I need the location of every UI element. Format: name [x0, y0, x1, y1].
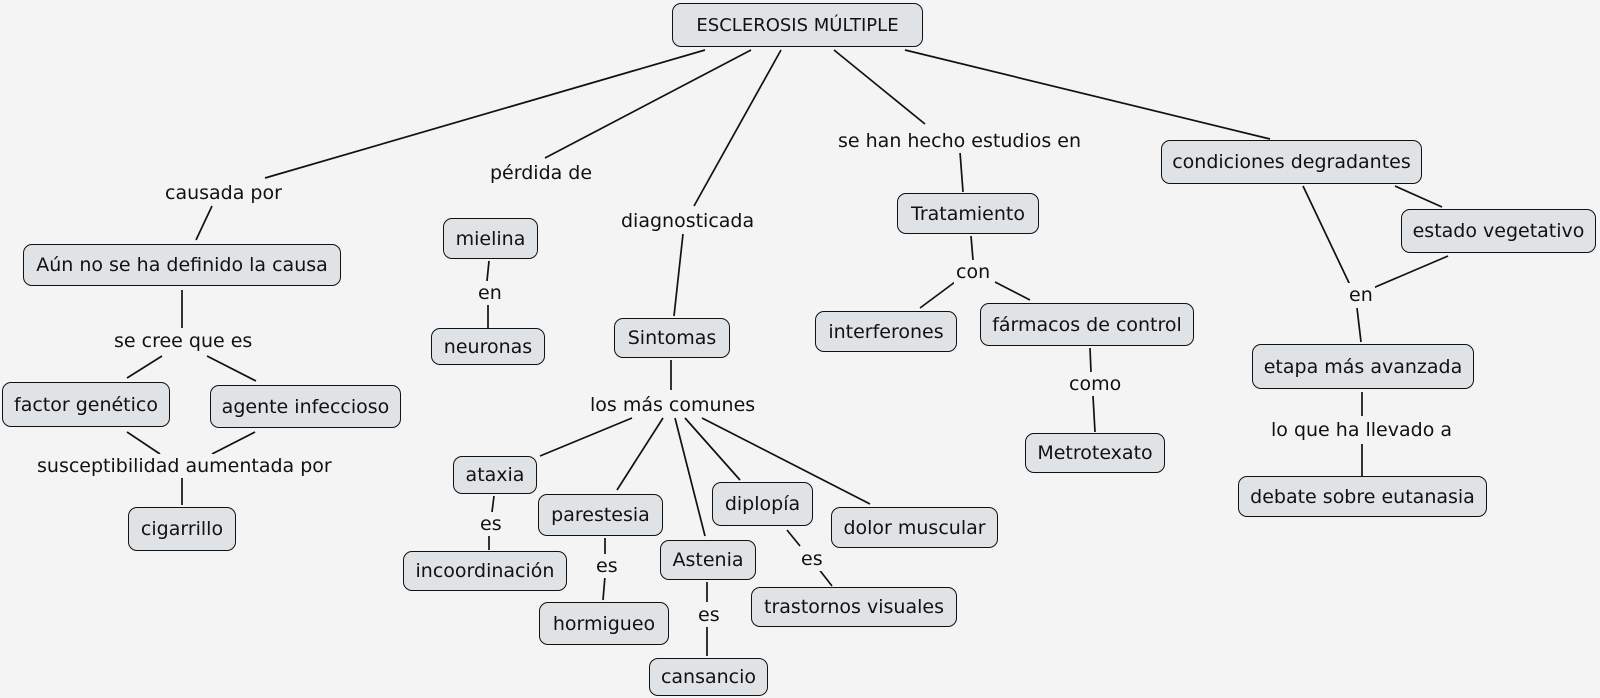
connector-line-12	[486, 260, 490, 282]
concept-cansancio[interactable]: cansancio	[649, 658, 768, 696]
concept-astenia[interactable]: Astenia	[660, 540, 756, 580]
connector-line-30	[970, 235, 974, 261]
concept-ataxia[interactable]: ataxia	[453, 456, 537, 494]
connector-line-24	[602, 575, 606, 601]
concept-agente-infeccioso[interactable]: agente infeccioso	[210, 385, 401, 428]
connector-line-36	[1394, 185, 1443, 208]
connector-line-8	[206, 355, 257, 382]
link-susceptibilidad: susceptibilidad aumentada por	[35, 454, 334, 478]
concept-debate-eutanasia[interactable]: debate sobre eutanasia	[1238, 476, 1487, 517]
link-con: con	[954, 260, 993, 284]
concept-mielina[interactable]: mielina	[443, 218, 538, 259]
connector-line-18	[674, 417, 706, 537]
connector-line-3	[693, 49, 782, 207]
link-se-han-hecho-estudios: se han hecho estudios en	[836, 129, 1083, 153]
connector-line-16	[539, 417, 633, 457]
connector-line-32	[994, 281, 1031, 301]
connector-line-14	[673, 233, 684, 317]
link-diagnosticada: diagnosticada	[619, 209, 757, 233]
connector-line-34	[1092, 395, 1096, 433]
concept-parestesia[interactable]: parestesia	[538, 494, 663, 536]
connector-line-5	[904, 49, 1271, 140]
connector-line-27	[786, 529, 801, 547]
concept-estado-vegetativo[interactable]: estado vegetativo	[1401, 209, 1596, 253]
connector-line-17	[616, 417, 664, 491]
concept-metrotexato[interactable]: Metrotexato	[1025, 433, 1165, 473]
connector-line-31	[919, 281, 956, 309]
connector-line-28	[817, 567, 833, 587]
concept-neuronas[interactable]: neuronas	[431, 328, 545, 365]
link-perdida-de: pérdida de	[488, 161, 595, 185]
concept-farmacos-de-control[interactable]: fármacos de control	[980, 303, 1194, 346]
connector-group	[126, 49, 1449, 656]
connector-line-9	[126, 431, 161, 455]
connector-line-19	[684, 417, 741, 481]
connector-line-21	[491, 495, 495, 513]
concept-trastornos-visuales[interactable]: trastornos visuales	[751, 587, 957, 627]
concept-cigarrillo[interactable]: cigarrillo	[128, 507, 236, 551]
link-en-neuronas: en	[476, 281, 504, 305]
connector-line-33	[1089, 347, 1092, 373]
link-como: como	[1067, 372, 1124, 396]
link-en-etapa: en	[1347, 283, 1375, 307]
connector-line-10	[211, 431, 256, 455]
link-lo-que-ha-llevado-a: lo que ha llevado a	[1269, 418, 1455, 442]
link-es-parestesia: es	[594, 554, 620, 578]
concept-diplopia[interactable]: diplopía	[712, 482, 813, 526]
connector-line-4	[833, 49, 926, 125]
connector-line-0	[264, 49, 706, 179]
link-es-ataxia: es	[478, 512, 504, 536]
concept-factor-genetico[interactable]: factor genético	[2, 382, 170, 427]
connector-line-29	[959, 151, 964, 193]
connector-line-38	[1356, 307, 1362, 343]
link-es-diplopia: es	[799, 547, 825, 571]
concept-incoordinacion[interactable]: incoordinación	[403, 551, 567, 591]
link-los-mas-comunes: los más comunes	[588, 393, 758, 417]
link-es-astenia: es	[696, 603, 722, 627]
concept-interferones[interactable]: interferones	[815, 311, 957, 352]
connector-line-37	[1372, 255, 1449, 289]
link-se-cree-que-es: se cree que es	[112, 329, 255, 353]
link-causada-por: causada por	[163, 181, 284, 205]
connector-line-1	[195, 205, 213, 241]
concept-dolor-muscular[interactable]: dolor muscular	[831, 507, 998, 548]
concept-root[interactable]: ESCLEROSIS MÚLTIPLE	[672, 3, 923, 47]
connector-line-20	[701, 417, 871, 505]
connector-line-2	[544, 49, 752, 159]
connector-line-7	[126, 355, 163, 379]
concept-condiciones-degradantes[interactable]: condiciones degradantes	[1161, 140, 1422, 184]
concept-etapa-mas-avanzada[interactable]: etapa más avanzada	[1252, 344, 1474, 389]
concept-hormigueo[interactable]: hormigueo	[539, 602, 669, 645]
connector-line-35	[1302, 185, 1351, 286]
concept-sintomas[interactable]: Sintomas	[614, 318, 730, 358]
concept-tratamiento[interactable]: Tratamiento	[897, 193, 1039, 234]
concept-causa[interactable]: Aún no se ha definido la causa	[23, 244, 341, 286]
